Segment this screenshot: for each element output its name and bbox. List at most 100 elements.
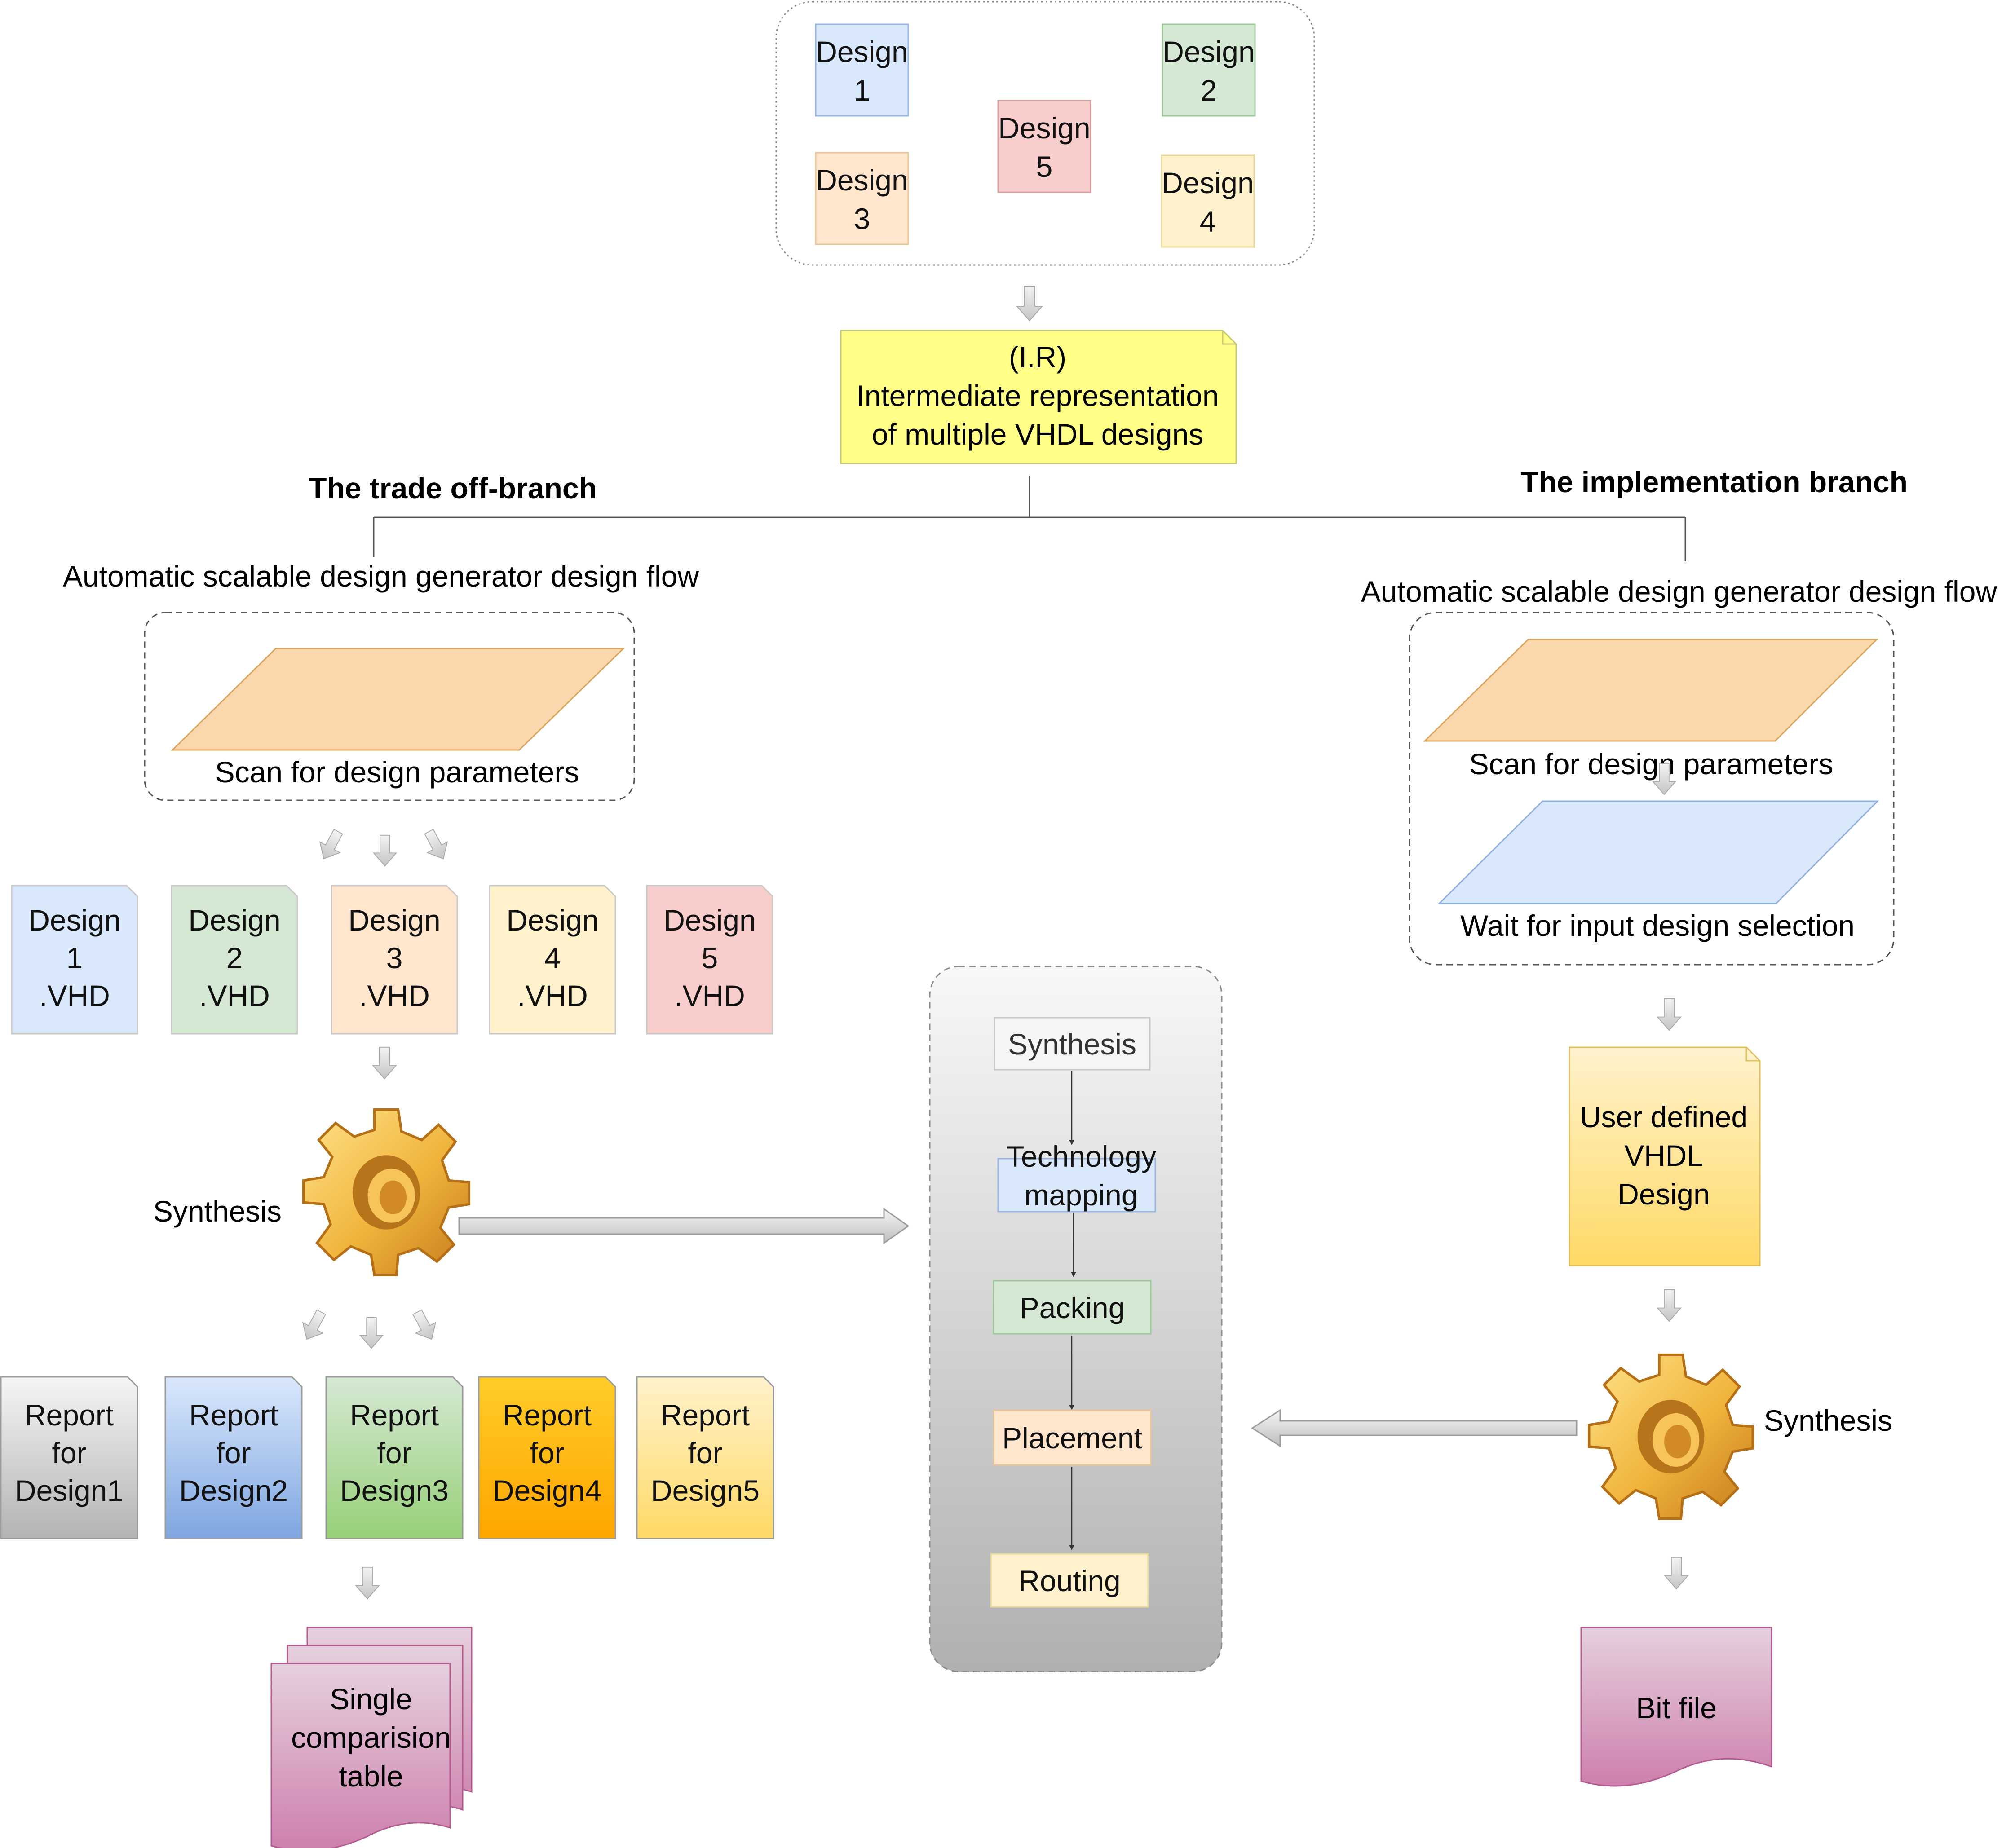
vhd-file-3: Design 3 .VHD	[331, 885, 458, 1035]
center-step-box	[993, 1409, 1152, 1466]
report-text: Design1	[15, 1474, 124, 1507]
bit-file-document: Bit file	[1580, 1627, 1772, 1787]
bit-file-label: Bit file	[1636, 1691, 1717, 1725]
center-step-box	[997, 1158, 1156, 1213]
down-arrow-icon	[296, 1306, 332, 1345]
left-arrow-icon	[1251, 1409, 1578, 1447]
left-synthesis-label: Synthesis	[153, 1195, 282, 1228]
ir-note: (I.R) Intermediate representation of mul…	[840, 330, 1237, 464]
top-design-number: 2	[1201, 74, 1217, 107]
vhd-file-text: Design	[663, 904, 756, 937]
center-step-label: Routing	[1018, 1564, 1121, 1597]
wait-selection-parallelogram	[1437, 800, 1879, 904]
vhd-file-shape	[489, 885, 616, 1035]
report-list: ReportforDesign1ReportforDesign2Reportfo…	[0, 1376, 774, 1539]
down-arrow-icon	[1657, 1289, 1681, 1322]
vhd-file-text: 1	[66, 941, 83, 975]
gear-icon	[304, 1110, 469, 1275]
right-arrow-icon	[458, 1208, 910, 1244]
down-arrow-icon	[1664, 1557, 1688, 1590]
vhd-file-text: .VHD	[39, 979, 110, 1012]
vhd-file-2: Design 2 .VHD	[171, 885, 298, 1035]
center-flow-connectors	[1071, 1071, 1074, 1548]
vhd-file-text: 4	[544, 941, 561, 975]
left-flow-label: Automatic scalable design generator desi…	[63, 560, 699, 593]
report-shape	[478, 1376, 616, 1539]
vhd-file-list: Design1.VHDDesign2.VHDDesign3.VHDDesign4…	[11, 885, 773, 1035]
top-design-box	[815, 23, 909, 117]
center-step-label: Synthesis	[1008, 1028, 1136, 1061]
down-arrow-icon	[355, 1566, 380, 1600]
report-text: Report	[661, 1398, 750, 1432]
down-arrow-icon	[418, 826, 454, 864]
center-step-label: Placement	[1002, 1421, 1142, 1455]
vhd-file-text: 3	[386, 941, 403, 975]
down-arrow-icon	[1016, 286, 1043, 321]
user-design-line-2: VHDL	[1624, 1139, 1703, 1172]
right-branch-title: The implementation branch	[1520, 465, 1908, 498]
ir-note-line-1: (I.R)	[1009, 340, 1066, 374]
center-step-3: Packing	[993, 1280, 1152, 1335]
right-scan-label: Scan for design parameters	[1469, 747, 1834, 781]
vhd-file-shape	[171, 885, 298, 1035]
down-arrow-icon	[407, 1306, 442, 1345]
top-design-2: Design 2	[1162, 23, 1256, 117]
down-arrow-icon	[1657, 998, 1681, 1031]
right-scan-parallelogram	[1423, 639, 1878, 742]
vhd-file-text: .VHD	[199, 979, 270, 1012]
top-design-label: Design	[1162, 35, 1255, 68]
report-text: Report	[503, 1398, 592, 1432]
left-fanout-arrows-1	[313, 826, 454, 867]
report-text: Design3	[340, 1474, 449, 1507]
vhd-file-text: 2	[226, 941, 243, 975]
top-design-box	[1161, 154, 1255, 248]
down-arrow-icon	[313, 826, 349, 864]
vhd-file-5: Design5.VHD	[646, 885, 773, 1035]
report-shape	[0, 1376, 138, 1539]
vhd-file-text: Design	[348, 904, 440, 937]
center-step-label: Packing	[1020, 1291, 1125, 1324]
right-synthesis-label: Synthesis	[1764, 1404, 1892, 1437]
report-text: for	[530, 1436, 564, 1469]
top-design-number: 1	[854, 74, 871, 107]
left-fanout-arrows-2	[296, 1306, 442, 1349]
report-text: Report	[25, 1398, 114, 1432]
down-arrow-icon	[373, 834, 397, 867]
gear-icon	[1589, 1355, 1753, 1519]
right-flow-label: Automatic scalable design generator desi…	[1361, 575, 1997, 608]
center-step-box	[994, 1017, 1151, 1071]
vhd-file-shape	[646, 885, 773, 1035]
center-step-1: Synthesis	[994, 1017, 1151, 1071]
top-design-label: Design	[1162, 166, 1254, 199]
center-step-label: mapping	[1024, 1178, 1138, 1212]
top-design-label: Design	[816, 35, 908, 68]
vhd-file-text: .VHD	[359, 979, 430, 1012]
wait-selection-label: Wait for input design selection	[1460, 909, 1855, 942]
report-text: Design2	[179, 1474, 288, 1507]
comparison-table-line-2: comparision	[291, 1721, 451, 1754]
vhd-file-text: Design	[28, 904, 120, 937]
ir-note-line-3: of multiple VHDL designs	[872, 418, 1204, 451]
user-design-line-1: User defined	[1580, 1100, 1748, 1133]
report-shape	[164, 1376, 303, 1539]
vhd-file-1: Design 1 .VHD	[11, 885, 138, 1035]
top-design-5: Design5	[997, 100, 1091, 193]
branch-connector	[373, 476, 1686, 561]
top-design-1: Design 1	[815, 23, 909, 117]
ir-note-line-2: Intermediate representation	[856, 379, 1219, 412]
top-design-box	[815, 152, 909, 245]
vhd-file-text: 5	[702, 941, 718, 975]
vhd-file-4: Design4.VHD	[489, 885, 616, 1035]
report-shape	[636, 1376, 774, 1539]
top-design-box	[997, 100, 1091, 193]
report-text: for	[377, 1436, 411, 1469]
center-step-5: Routing	[990, 1553, 1149, 1608]
down-arrow-icon	[372, 1046, 397, 1080]
vhd-file-shape	[11, 885, 138, 1035]
vhd-file-text: Design	[188, 904, 280, 937]
